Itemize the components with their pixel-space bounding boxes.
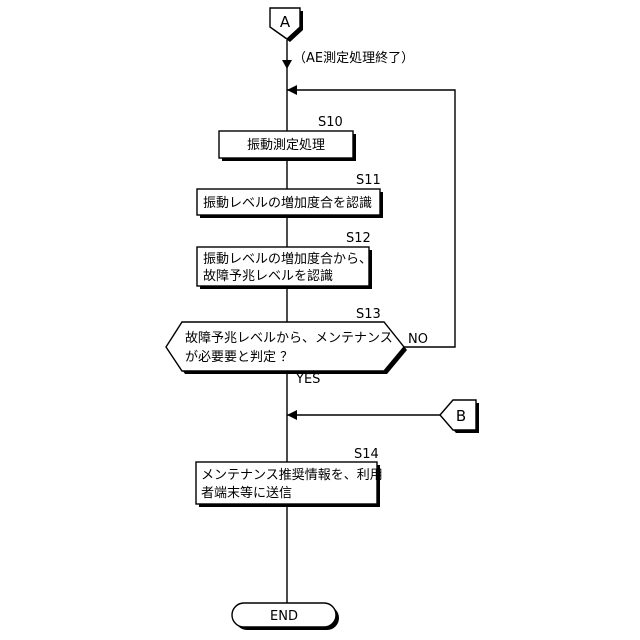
step-id-s10: S10 [318, 115, 343, 130]
connector-a: A [270, 8, 303, 42]
connector-a-label: A [280, 13, 291, 31]
terminator-end-text: END [270, 609, 298, 624]
arrowhead-a-down [282, 60, 292, 69]
step-id-s14: S14 [354, 447, 379, 462]
process-s10-text: 振動測定処理 [247, 138, 325, 153]
process-s12: S12 振動レベルの増加度合から、 故障予兆レベルを認識 [197, 231, 372, 289]
terminator-end: END [232, 603, 339, 630]
process-s11: S11 振動レベルの増加度合を認識 [197, 173, 383, 218]
ae-end-note: （AE測定処理終了） [293, 50, 414, 66]
step-id-s12: S12 [346, 231, 371, 246]
arrowhead-loop-left [287, 85, 297, 95]
decision-no-label: NO [408, 332, 428, 347]
decision-s13: S13 故障予兆レベルから、メンテナンス が必要要と判定 ？ NO YES [166, 307, 428, 387]
process-s14-text-line2: 者端末等に送信 [201, 485, 292, 501]
process-s12-text-line2: 故障予兆レベルを認識 [203, 268, 333, 284]
step-id-s13: S13 [356, 307, 381, 322]
process-s14: S14 メンテナンス推奨情報を、利用 者端末等に送信 [196, 447, 383, 507]
connector-b-label: B [456, 407, 466, 425]
decision-yes-label: YES [295, 372, 320, 387]
arrowhead-b-left [287, 410, 297, 420]
process-s14-text-line1: メンテナンス推奨情報を、利用 [201, 468, 383, 483]
decision-s13-text-line2: が必要要と判定 ？ [185, 350, 293, 365]
process-s12-text-line1: 振動レベルの増加度合から、 [203, 251, 372, 267]
decision-s13-text-line1: 故障予兆レベルから、メンテナンス [185, 331, 393, 346]
process-s11-text: 振動レベルの増加度合を認識 [203, 195, 372, 211]
step-id-s11: S11 [356, 173, 381, 188]
connector-b: B [440, 400, 479, 433]
